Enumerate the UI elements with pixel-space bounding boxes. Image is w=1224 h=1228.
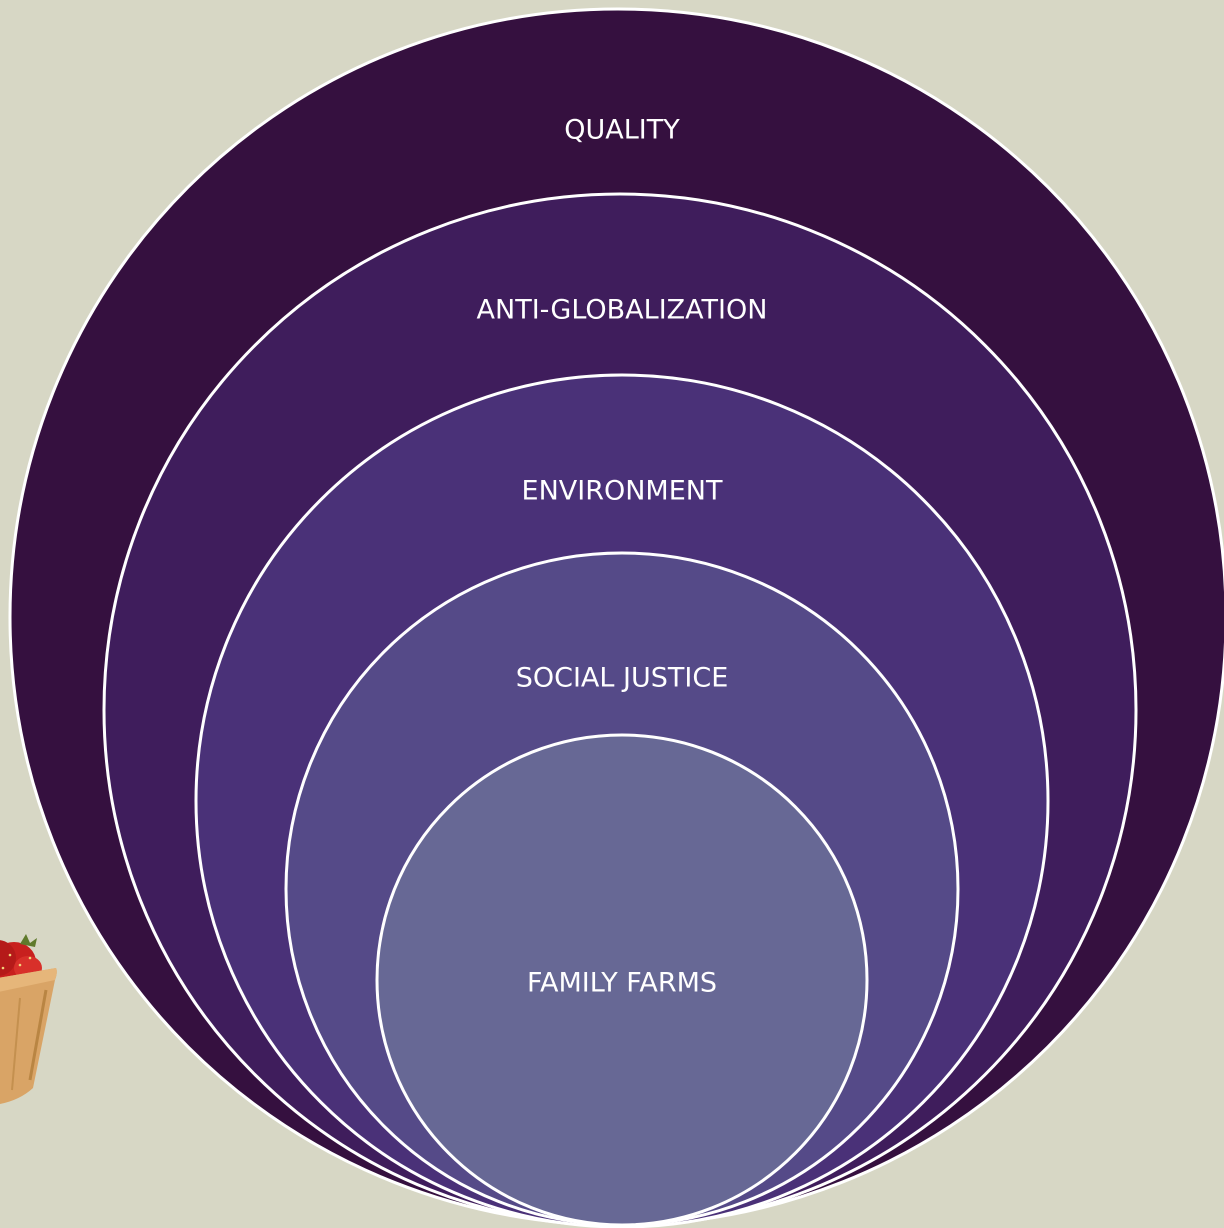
label-anti-globalization: ANTI-GLOBALIZATION: [477, 295, 768, 326]
label-social-justice: SOCIAL JUSTICE: [516, 663, 729, 694]
label-environment: ENVIRONMENT: [522, 476, 723, 507]
ring-family-farms: [375, 733, 869, 1227]
label-quality: QUALITY: [564, 115, 680, 146]
label-family-farms: FAMILY FARMS: [527, 968, 717, 999]
strawberry-basket-icon: [0, 934, 57, 1104]
